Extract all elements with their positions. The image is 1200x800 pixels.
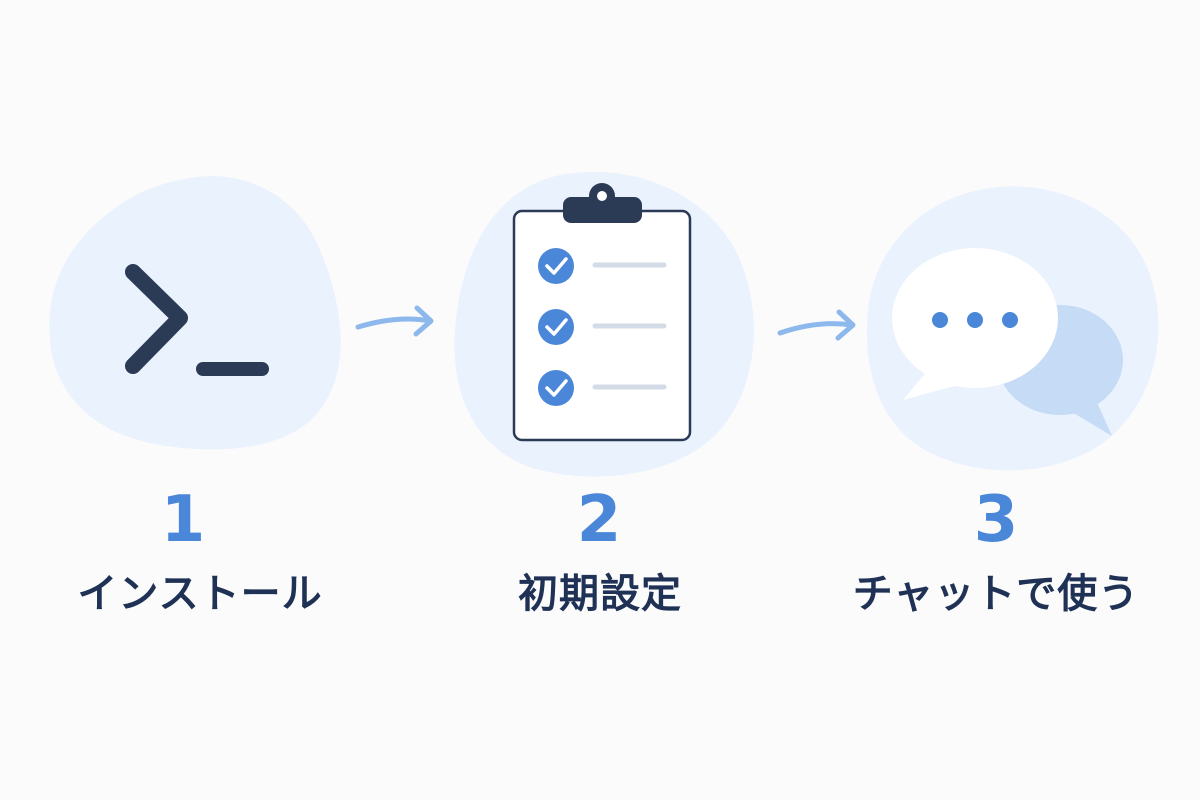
step-2-number: 2	[576, 483, 622, 557]
terminal-prompt-icon	[125, 264, 269, 376]
step-3-illustration	[866, 186, 1159, 471]
step-1-number: 1	[160, 483, 206, 557]
arrow-right-icon	[355, 305, 434, 337]
chat-bubbles-icon	[892, 248, 1123, 436]
prompt-chevron	[125, 264, 188, 374]
chat-bubble-front	[892, 248, 1058, 400]
check-icon	[538, 309, 574, 345]
step-2-illustration	[454, 171, 754, 477]
step-3-label: チャットで使う	[852, 571, 1140, 617]
step-1-label: インストール	[77, 571, 323, 617]
check-icon	[538, 370, 574, 406]
checklist-item-2	[538, 309, 667, 345]
typing-dot	[932, 312, 948, 328]
check-icon	[538, 248, 574, 284]
step-1-illustration	[49, 176, 341, 450]
typing-dot	[967, 312, 983, 328]
clipboard-clip	[563, 197, 642, 223]
checklist-item-3	[538, 370, 667, 406]
arrow-right-icon	[777, 309, 856, 341]
checklist-item-1	[538, 248, 667, 284]
step-3-number: 3	[973, 483, 1019, 557]
step-2-label: 初期設定	[518, 571, 682, 617]
step-1-blob	[49, 176, 341, 450]
typing-dot	[1002, 312, 1018, 328]
clipboard-checklist-icon	[512, 183, 692, 442]
